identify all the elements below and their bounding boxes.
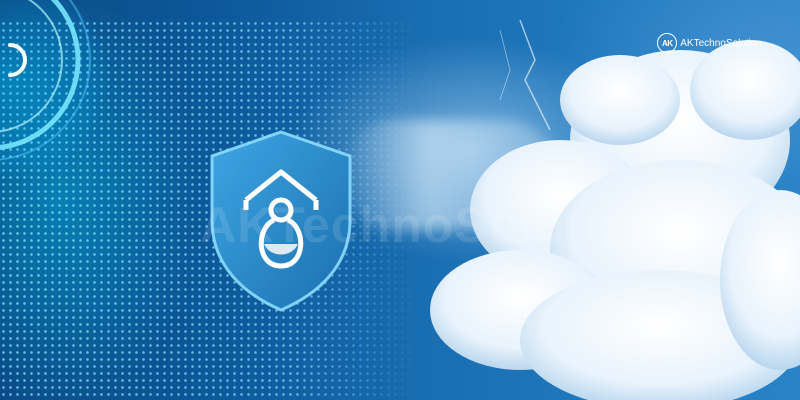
brand-logo-mark: AK: [657, 33, 678, 53]
shield-lock-icon: [210, 130, 352, 312]
brand-logo: AK AKTechnoSolution: [657, 33, 762, 53]
brand-name: AKTechnoSolution: [680, 37, 762, 49]
circular-ring-icon: [0, 0, 91, 161]
cloud-icon: [430, 20, 800, 400]
watermark-text: AKTechnoSolution: [200, 197, 663, 253]
